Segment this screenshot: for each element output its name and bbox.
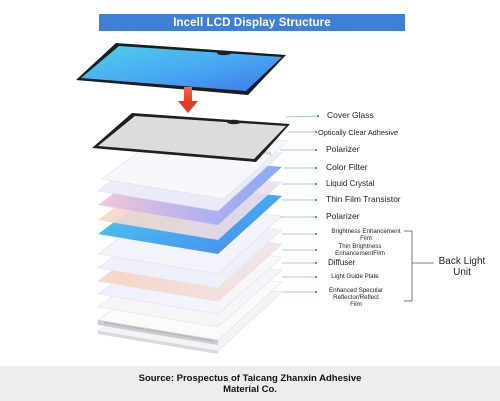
backlight-unit-bracket [404,230,434,302]
label-enhanced-specular-reflector: Enhanced Specular Reflector/Reflect Film [322,287,390,308]
label-light-guide-plate: Light Guide Plate [331,273,379,280]
leader-lines [280,115,319,293]
leader-dots [314,114,320,294]
label-esr-line1: Enhanced Specular [328,287,383,294]
label-liquid-crystal: Liquid Crystal [326,179,375,188]
label-polarizer-bottom: Polarizer [326,211,360,221]
label-esr-line2: Reflector/Reflect [333,294,379,301]
source-caption: Source: Prospectus of Taicang Zhanxin Ad… [0,366,500,401]
label-back-light-line2: Unit [453,267,471,278]
label-bef-line1: Brightness Enhancement [331,228,401,235]
label-thin-film-transistor: Thin Film Transistor [326,194,401,204]
label-optically-clear-adhesive: Optically Clear Adhesive [318,128,399,137]
label-polarizer-top: Polarizer [326,144,360,154]
label-back-light-line1: Back Light [438,256,486,267]
label-tbef-line2: EnhancementFilm [335,250,385,257]
assembled-display-panel [76,43,286,95]
label-thin-brightness-enhancement-film: Thin Brightness EnhancementFilm [322,243,398,257]
diagram-title: Incell LCD Display Structure [99,14,405,31]
lcd-layer-stack-diagram: BRIGHT MATERIAL [76,43,434,354]
label-back-light-unit: Back Light Unit [434,256,490,278]
label-brightness-enhancement-film: Brightness Enhancement Film [322,228,410,242]
label-color-filter: Color Filter [326,162,368,172]
label-tbef-line1: Thin Brightness [338,243,382,250]
layer-cover-glass [92,113,290,162]
label-cover-glass: Cover Glass [327,110,374,120]
label-bef-line2: Film [360,235,372,242]
label-diffuser: Diffuser [328,258,356,267]
assembly-arrow-icon [178,87,198,113]
diagram-title-text: Incell LCD Display Structure [173,16,331,29]
source-line1: Source: Prospectus of Taicang Zhanxin Ad… [138,372,362,384]
source-line2: Material Co. [223,383,277,395]
label-esr-line3: Film [350,301,362,308]
